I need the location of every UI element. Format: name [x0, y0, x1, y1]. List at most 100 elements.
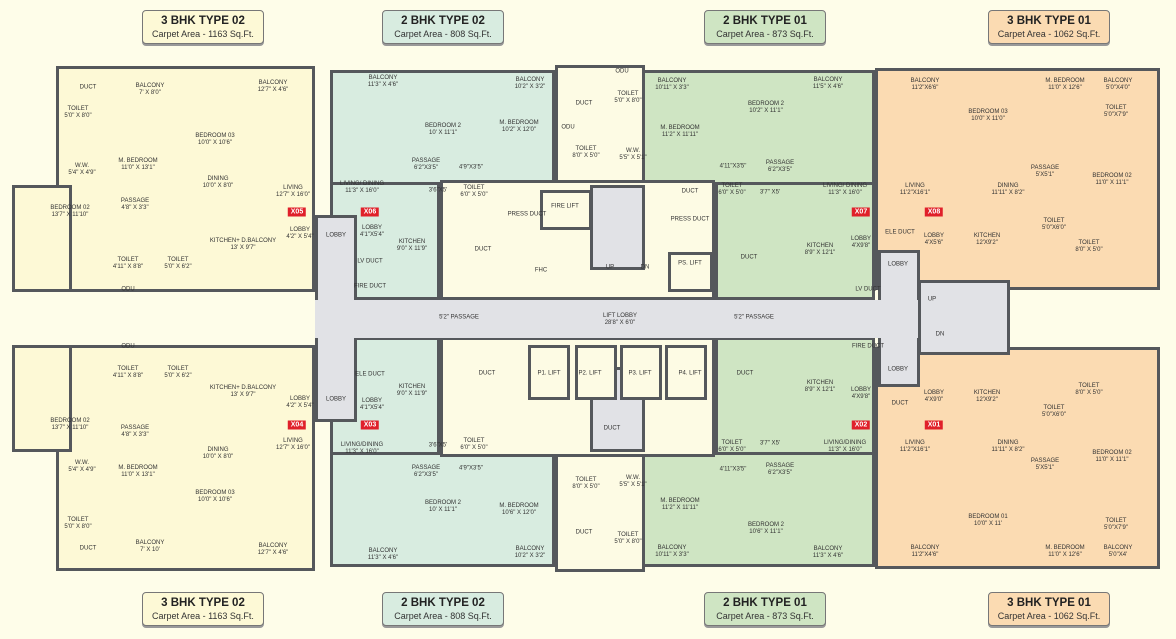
core-label: ODU	[615, 68, 629, 75]
room-label: FIRE DUCT	[354, 283, 386, 290]
core-label: P2. LIFT	[578, 370, 602, 377]
core-label: PRESS DUCT	[670, 216, 710, 223]
unit-x03-zone	[330, 452, 555, 567]
unit-number-badge: X07	[851, 207, 871, 217]
unit-type-title: 3 BHK TYPE 02	[161, 597, 245, 609]
core-label: ODU	[561, 124, 575, 131]
passenger-lift-1	[528, 345, 570, 400]
room-label: 4'9"X3'5"	[459, 164, 483, 171]
core-label: PS. LIFT	[678, 260, 702, 267]
core-label: DUCT	[575, 529, 593, 536]
unit-type-label-3bhk-02-top: 3 BHK TYPE 02 Carpet Area - 1163 Sq.Ft.	[142, 10, 264, 44]
core-label: LOBBY	[325, 232, 347, 239]
room-label: FIRE DUCT	[852, 343, 884, 350]
unit-type-title: 2 BHK TYPE 01	[723, 597, 807, 609]
core-label: FIRE LIFT	[551, 203, 579, 210]
core-label: P1. LIFT	[537, 370, 561, 377]
room-label: ODU	[121, 286, 135, 293]
room-label: W.W.5'4" X 4'9"	[68, 460, 96, 473]
room-label: W.W.5'4" X 4'9"	[68, 163, 96, 176]
core-label: DN	[935, 331, 945, 338]
room-label: 4'11"X3'5"	[719, 466, 747, 473]
room-label: W.W.5'5" X 5'1"	[619, 148, 647, 161]
room-label: 3'7" X5'	[759, 189, 781, 196]
core-label: DUCT	[575, 100, 593, 107]
core-label: P3. LIFT	[628, 370, 652, 377]
unit-x08-zone	[875, 68, 1160, 290]
room-label: DUCT	[79, 545, 97, 552]
unit-type-title: 2 BHK TYPE 02	[401, 597, 485, 609]
unit-x05-zone	[12, 185, 72, 292]
duct-zone	[555, 454, 645, 572]
unit-x04-zone	[12, 345, 72, 452]
core-label: DUCT	[736, 370, 754, 377]
carpet-area: Carpet Area - 1163 Sq.Ft.	[152, 29, 254, 39]
stair-zone	[590, 185, 645, 270]
unit-number-badge: X05	[287, 207, 307, 217]
room-label: LV DUCT	[357, 258, 383, 265]
unit-type-title: 3 BHK TYPE 01	[1007, 15, 1091, 27]
unit-type-title: 3 BHK TYPE 02	[161, 15, 245, 27]
core-label: DUCT	[603, 425, 621, 432]
room-label: 3'6"X5'	[428, 442, 448, 449]
room-label: ELE DUCT	[355, 371, 385, 378]
carpet-area: Carpet Area - 873 Sq.Ft.	[716, 29, 814, 39]
core-label: PRESS DUCT	[507, 211, 547, 218]
room-label: 4'11"X3'5"	[719, 163, 747, 170]
core-label: UP	[605, 264, 615, 271]
